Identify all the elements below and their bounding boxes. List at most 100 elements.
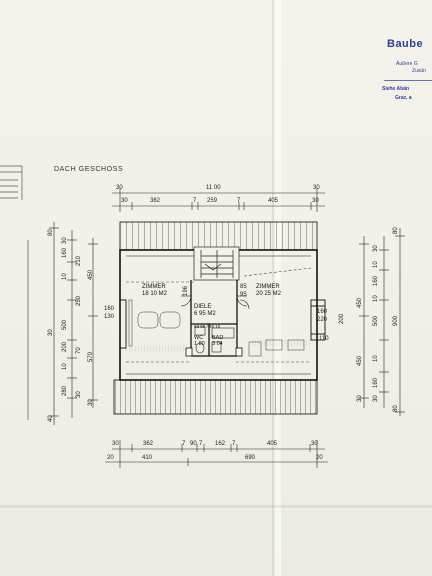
dim-left-16: 10 (62, 363, 68, 370)
right-dimension-lines (359, 228, 405, 416)
dim-left-7: 250 (76, 295, 82, 306)
dim-right-inner-200: 200 (339, 313, 345, 324)
adjacent-drawing-fragment (0, 165, 29, 420)
room-left-label: ZIMMER 18 10 M2 (142, 284, 167, 298)
dim-left-15: 570 (88, 351, 94, 362)
bottom-posts (185, 347, 243, 357)
dim-left-1: 30 (62, 237, 68, 244)
dim-left-0: 80 (48, 229, 54, 236)
sloped-ceiling-lines (126, 267, 312, 363)
window-bays (119, 299, 326, 349)
company-stamp-title: Baube (387, 38, 424, 50)
dim-right-12: 30 (373, 395, 379, 402)
hall-area: 6 95 M2 (194, 310, 216, 317)
dim-right-13: 30 (357, 395, 363, 402)
dim-right-inner-220: 220 (317, 317, 328, 323)
dim-right-2: 10 (373, 261, 379, 268)
dim-inner-196: 196 (183, 285, 189, 296)
dim-bottom-row-0: 30 (112, 441, 119, 447)
wc-area: 1 80 (194, 341, 205, 348)
roof-area-top (119, 221, 318, 251)
dim-right-5: 10 (373, 295, 379, 302)
bath-name: BAD (212, 335, 224, 341)
bath-area: 3 04 (212, 341, 223, 348)
fixture-dim-text: 63 90 / 48 15 (194, 324, 221, 329)
top-dimension-lines (112, 188, 325, 212)
dim-right-inner-160: 160 (317, 309, 328, 315)
wc-name: WC (194, 335, 204, 341)
dim-left-ten-twenty: 30 (48, 329, 54, 336)
fold-crease-vertical (272, 0, 274, 576)
dim-inner-85: 85 (240, 284, 247, 290)
dim-left-3: 160 (62, 247, 68, 258)
room-left-name: ZIMMER (142, 284, 166, 290)
dim-right-4: 450 (357, 297, 363, 308)
dim-bottom-row-8: 30 (311, 441, 318, 447)
room-right-name: ZIMMER (256, 284, 280, 290)
room-right-area: 20 25 M2 (256, 290, 282, 297)
bath-fixtures (194, 326, 235, 354)
hall-name: DIELE (194, 304, 212, 310)
room-right-label: ZIMMER 20 25 M2 (256, 284, 281, 298)
dim-right-14: 80 (393, 405, 399, 412)
dim-left-4: 210 (76, 255, 82, 266)
stamp-line-1: Äußere G (396, 61, 418, 67)
dim-top-row-1: 362 (150, 198, 161, 204)
dim-right-1: 30 (373, 245, 379, 252)
dim-top-row-5: 405 (268, 198, 279, 204)
dim-top-row-6: 30 (312, 198, 319, 204)
dim-left-6: 10 (62, 273, 68, 280)
dim-right-9: 450 (357, 355, 363, 366)
dim-top-row-2: 7 (193, 198, 197, 204)
fold-crease-horizontal (0, 505, 432, 508)
hatch-right (250, 340, 310, 346)
dim-left-21: 30 (88, 399, 94, 406)
bottom-dimension-lines (105, 440, 328, 468)
plan-title: DACH GESCHOSS (54, 166, 124, 173)
dim-bottom-row-2: 7 (182, 441, 186, 447)
dim-top-30-left: 30 (116, 185, 123, 191)
hatch-left (126, 346, 186, 352)
dim-right-0: 80 (393, 227, 399, 234)
dim-bottom-row-4: 7 (199, 441, 203, 447)
left-dimension-lines (49, 222, 98, 425)
bath-label: BAD 3 04 (212, 335, 223, 348)
dim-bottom-total-1: 410 (142, 455, 153, 461)
dim-top-30-right: 30 (313, 185, 320, 191)
dim-left-19: 30 (76, 391, 82, 398)
dim-top-row-3: 259 (207, 198, 218, 204)
dim-bottom-row-5: 162 (215, 441, 226, 447)
dim-right-11: 160 (373, 377, 379, 388)
dim-left-14: 70 (76, 347, 82, 354)
dim-top-total: 11 00 (206, 185, 221, 191)
dim-bottom-row-1: 362 (143, 441, 154, 447)
roof-area-bottom (113, 379, 318, 415)
dim-left-width-130: 130 (104, 314, 115, 320)
dim-right-3: 160 (373, 275, 379, 286)
dim-left-width-160: 160 (104, 306, 115, 312)
dim-right-10: 10 (373, 355, 379, 362)
stamp-line-4: Graz, a (395, 95, 412, 101)
dim-left-20: 40 (48, 415, 54, 422)
hall-label: DIELE 6 95 M2 (194, 304, 216, 318)
stairwell (193, 246, 240, 281)
stamp-line-2: Zusün (412, 68, 426, 74)
dim-bottom-total-3: 20 (316, 455, 323, 461)
stamp-divider (384, 80, 432, 81)
dim-inner-95: 95 (240, 292, 247, 298)
door-swings (180, 295, 250, 310)
dim-bottom-row-3: 90 (190, 441, 197, 447)
room-left-area: 18 10 M2 (142, 290, 168, 297)
dim-right-inner-110: 110 (319, 336, 329, 342)
dim-bottom-row-6: 7 (232, 441, 236, 447)
fold-highlight (275, 0, 281, 576)
dim-bottom-row-7: 405 (267, 441, 278, 447)
dim-bottom-total-2: 690 (245, 455, 256, 461)
dim-top-row-0: 30 (121, 198, 128, 204)
dim-left-11: 500 (62, 319, 68, 330)
dim-left-5: 450 (88, 269, 94, 280)
interior-walls (190, 280, 238, 357)
dim-left-18: 280 (62, 385, 68, 396)
dim-left-13: 200 (62, 341, 68, 352)
